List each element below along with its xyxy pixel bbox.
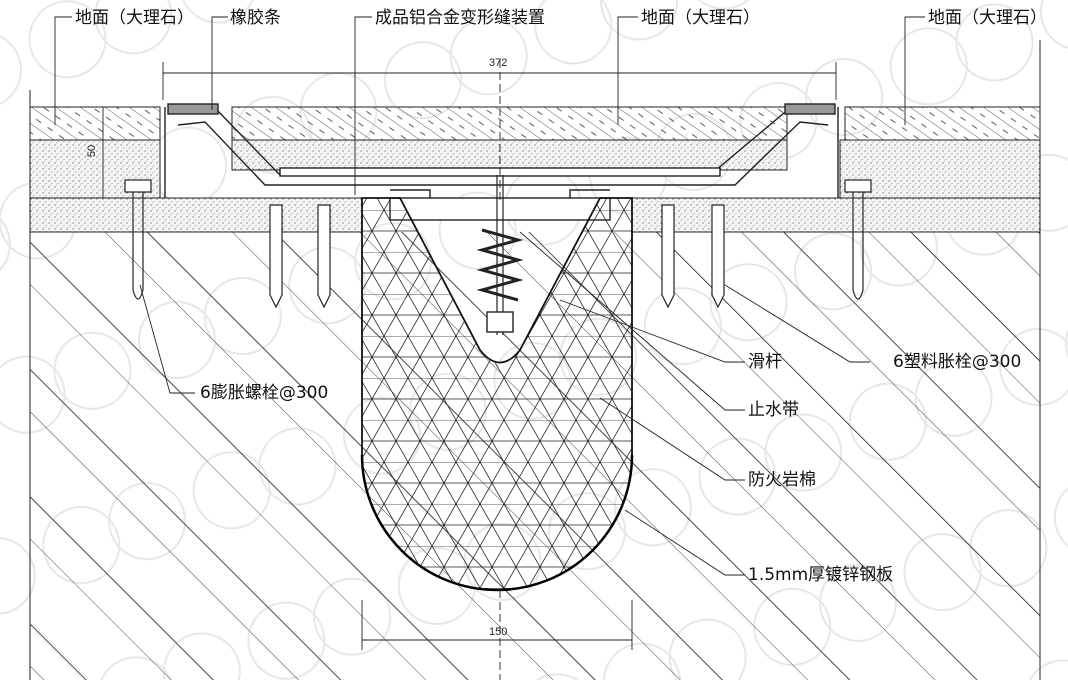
label-fire-wool: 防火岩棉 (748, 470, 816, 490)
label-expansion-bolt: 6膨胀螺栓@300 (200, 383, 329, 403)
label-plastic-anchor: 6塑料胀栓@300 (893, 352, 1022, 372)
marble-mid (231, 106, 788, 141)
label-floor-mid: 地面（大理石） (641, 8, 760, 28)
galvanized-steel-plate (360, 454, 634, 592)
dimension-top-width: 372 (489, 57, 508, 69)
label-slide-rod: 滑杆 (748, 352, 782, 372)
screed-right (631, 197, 1041, 233)
anchors (124, 179, 872, 309)
marble-left (29, 106, 161, 141)
dimension-lines (102, 60, 837, 680)
mortar-mid (231, 139, 788, 171)
marble-right (844, 106, 1041, 141)
label-rubber-strip: 橡胶条 (230, 8, 281, 28)
slide-rod (476, 175, 524, 335)
label-device: 成品铝合金变形缝装置 (375, 8, 545, 28)
label-steel-plate: 1.5mm厚镀锌钢板 (748, 565, 894, 585)
leader-lines (54, 16, 925, 576)
dimension-layer-height: 50 (86, 144, 99, 158)
screed-left (29, 197, 363, 233)
label-waterstop: 止水带 (748, 400, 799, 420)
label-floor-right: 地面（大理石） (928, 8, 1047, 28)
dimension-gap-width: 150 (489, 626, 508, 638)
label-floor-left: 地面（大理石） (75, 8, 194, 28)
